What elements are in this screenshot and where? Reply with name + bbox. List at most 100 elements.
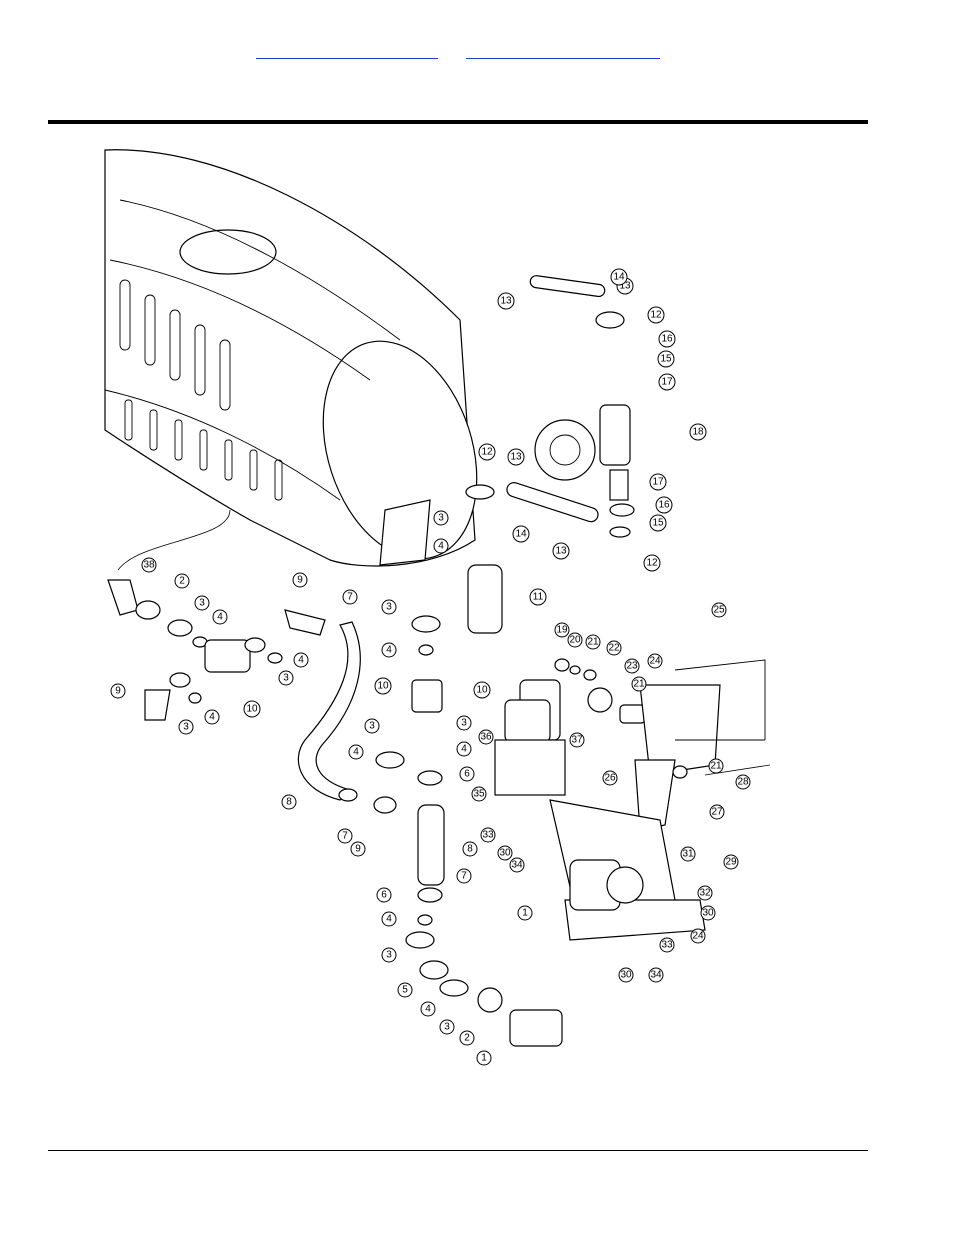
exploded-parts-diagram: 1 1 2 2 3 3 3 3 3 3 3 3 3 4 4 4 4 4 4 4 … <box>100 140 790 1080</box>
callout-24: 24 <box>649 656 661 667</box>
callout-7 <box>337 828 353 844</box>
callout-4 <box>348 744 364 760</box>
callout-18: 18 <box>692 427 704 438</box>
callout-20: 20 <box>569 635 581 646</box>
callout-4: 4 <box>298 655 304 666</box>
callout-3 <box>381 947 397 963</box>
callout-13: 13 <box>510 452 522 463</box>
callout-9 <box>350 841 366 857</box>
callout-12 <box>647 306 665 324</box>
callout-14: 14 <box>515 529 527 540</box>
callout-25: 25 <box>713 605 725 616</box>
callout-4 <box>204 709 220 725</box>
callout-4 <box>433 538 449 554</box>
callout-17: 17 <box>661 377 673 388</box>
callout-27: 27 <box>711 807 723 818</box>
callout-3 <box>278 670 294 686</box>
footer-rule <box>48 1150 868 1151</box>
callout-7 <box>456 868 472 884</box>
callout-3 <box>439 1019 455 1035</box>
callout-4 <box>456 741 472 757</box>
callout-3: 3 <box>461 718 467 729</box>
callout-15 <box>649 514 667 532</box>
callout-33 <box>480 827 496 843</box>
callout-38 <box>141 557 157 573</box>
mount-bracket-assembly <box>494 658 771 941</box>
callout-32 <box>697 885 713 901</box>
callout-7: 7 <box>347 592 353 603</box>
callout-10 <box>243 700 261 718</box>
callout-30: 30 <box>499 848 511 859</box>
callout-31 <box>680 846 696 862</box>
callout-7: 7 <box>342 831 348 842</box>
callout-34: 34 <box>511 860 523 871</box>
callout-12 <box>643 554 661 572</box>
header-link-left[interactable] <box>256 44 438 59</box>
callout-37: 37 <box>571 735 583 746</box>
callout-38: 38 <box>143 560 155 571</box>
callout-3: 3 <box>438 513 444 524</box>
callout-37 <box>569 732 585 748</box>
callout-36: 36 <box>480 732 492 743</box>
callout-16 <box>655 496 673 514</box>
callout-13: 13 <box>555 546 567 557</box>
callout-4 <box>381 911 397 927</box>
callout-3 <box>433 510 449 526</box>
header-link-right[interactable] <box>466 44 660 59</box>
inlet-fittings-left <box>107 579 397 814</box>
callout-1 <box>476 1050 492 1066</box>
callout-18 <box>689 423 707 441</box>
callout-14 <box>610 268 628 286</box>
header-rule <box>48 120 868 124</box>
callout-9 <box>110 683 126 699</box>
callout-7 <box>342 589 358 605</box>
callout-20 <box>567 632 583 648</box>
callout-1 <box>517 905 533 921</box>
callout-17: 17 <box>652 477 664 488</box>
callout-3 <box>194 595 210 611</box>
callout-10: 10 <box>246 704 258 715</box>
callout-3: 3 <box>386 950 392 961</box>
callout-11: 11 <box>533 592 544 603</box>
callout-33: 33 <box>482 830 494 841</box>
callout-23: 23 <box>626 661 638 672</box>
callout-4: 4 <box>353 747 359 758</box>
callout-26: 26 <box>604 773 616 784</box>
callout-5 <box>397 982 413 998</box>
callout-21 <box>585 634 601 650</box>
callout-4 <box>293 652 309 668</box>
callout-3 <box>381 599 397 615</box>
callout-9: 9 <box>115 686 121 697</box>
callout-10 <box>374 677 392 695</box>
callout-6: 6 <box>381 890 387 901</box>
callout-4: 4 <box>461 744 467 755</box>
callout-12 <box>478 443 496 461</box>
callout-19 <box>554 622 570 638</box>
callout-3: 3 <box>283 673 289 684</box>
callout-4 <box>381 642 397 658</box>
callout-33: 33 <box>661 940 673 951</box>
callout-7: 7 <box>461 871 467 882</box>
callout-4: 4 <box>386 914 392 925</box>
callout-29: 29 <box>725 857 737 868</box>
callout-33 <box>659 937 675 953</box>
tank-illustration <box>104 149 478 571</box>
callout-14 <box>512 525 530 543</box>
callout-8 <box>281 794 297 810</box>
callout-9 <box>292 572 308 588</box>
callout-24: 24 <box>692 931 704 942</box>
callout-17 <box>649 473 667 491</box>
callout-23 <box>624 658 640 674</box>
callout-1: 1 <box>522 908 528 919</box>
callout-22 <box>606 640 622 656</box>
callout-13: 13 <box>500 296 512 307</box>
callout-3: 3 <box>386 602 392 613</box>
callout-5: 5 <box>402 985 408 996</box>
callout-24 <box>647 653 663 669</box>
callout-3: 3 <box>183 722 189 733</box>
callout-10: 10 <box>377 681 389 692</box>
callout-9: 9 <box>297 575 303 586</box>
callout-16: 16 <box>661 334 673 345</box>
callout-34 <box>509 857 525 873</box>
callout-4: 4 <box>209 712 215 723</box>
